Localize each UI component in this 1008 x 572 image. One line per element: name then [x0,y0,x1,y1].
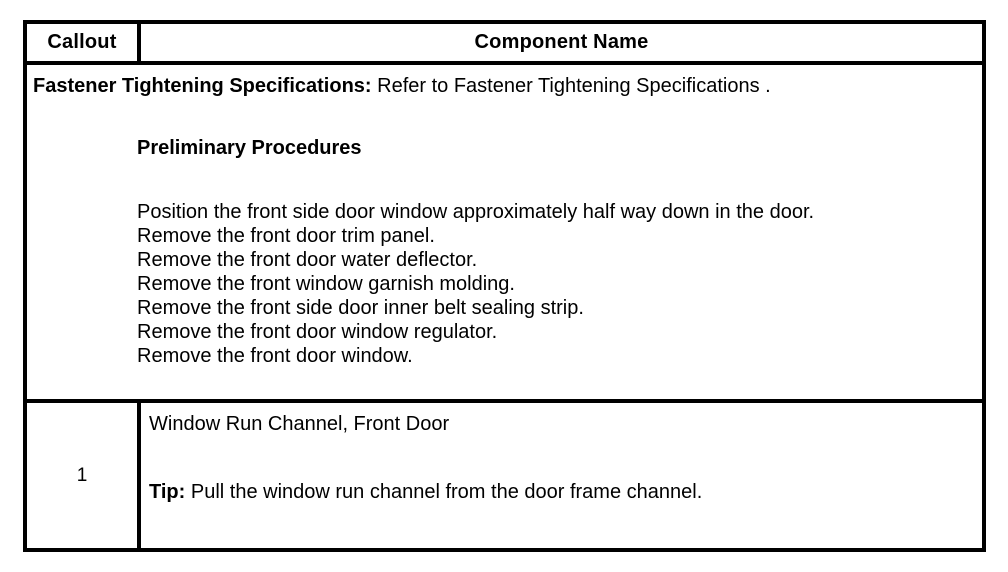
table-header-row: Callout Component Name [27,24,982,65]
header-cell-component-name: Component Name [141,24,982,61]
tip-text: Pull the window run channel from the doo… [185,481,703,503]
component-tip-line: Tip: Pull the window run channel from th… [149,479,976,505]
procedure-line: Remove the front door trim panel. [137,225,435,247]
procedure-line: Remove the front door window. [137,345,413,367]
callout-number-cell: 1 [27,403,141,548]
table-row-preliminary: Fastener Tightening Specifications: Refe… [27,65,982,403]
procedure-line: Remove the front door window regulator. [137,321,498,343]
fastener-specifications-line: Fastener Tightening Specifications: Refe… [33,73,976,99]
service-procedure-table: Callout Component Name Fastener Tighteni… [23,20,986,552]
component-name-text: Window Run Channel, Front Door [149,413,450,435]
procedure-line: Remove the front window garnish molding. [137,273,515,295]
procedure-line: Position the front side door window appr… [137,201,815,223]
header-component-name-label: Component Name [474,31,649,53]
callout-number: 1 [76,464,88,486]
header-callout-label: Callout [47,31,117,53]
procedure-line: Remove the front door water deflector. [137,249,478,271]
preliminary-procedures-list: Position the front side door window appr… [137,200,976,368]
header-cell-callout: Callout [27,24,141,61]
preliminary-content: Fastener Tightening Specifications: Refe… [27,65,982,368]
fastener-specifications-label: Fastener Tightening Specifications: [33,75,372,97]
procedure-line: Remove the front side door inner belt se… [137,297,584,319]
preliminary-procedures-heading: Preliminary Procedures [137,137,362,159]
table-row-component-1: 1 Window Run Channel, Front Door Tip: Pu… [27,403,982,548]
tip-label: Tip: [149,481,186,503]
fastener-specifications-text: Refer to Fastener Tightening Specificati… [371,75,771,97]
component-detail-cell: Window Run Channel, Front Door Tip: Pull… [141,403,982,548]
